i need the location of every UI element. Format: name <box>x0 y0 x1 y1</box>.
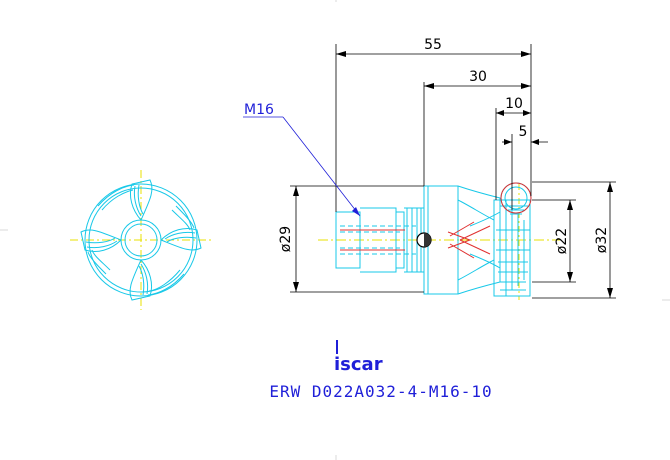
side-view <box>318 182 560 300</box>
dim-5-label: 5 <box>519 124 528 140</box>
red-detail <box>340 182 532 259</box>
dim-outer-diameter-label: ø32 <box>594 227 610 253</box>
iscar-logo: iscar <box>334 340 383 375</box>
brand-logo-text: iscar <box>334 354 383 375</box>
coolant-hole <box>416 232 432 248</box>
dimension-lines <box>290 44 616 299</box>
dim-55-label: 55 <box>424 37 442 53</box>
thread-label: M16 <box>244 102 274 118</box>
thread-leader <box>243 116 361 217</box>
dim-30-label: 30 <box>469 69 487 85</box>
end-view-centerlines <box>70 170 212 310</box>
end-view-outline <box>80 179 202 301</box>
dim-shank-diameter-label: ø29 <box>278 226 294 252</box>
dimension-arrows <box>293 51 613 298</box>
dim-cut-diameter-label: ø22 <box>554 228 570 254</box>
end-view <box>70 170 212 310</box>
part-number: ERW D022A032-4-M16-10 <box>269 382 492 401</box>
shank-outline <box>335 182 532 297</box>
dim-10-label: 10 <box>505 96 523 112</box>
